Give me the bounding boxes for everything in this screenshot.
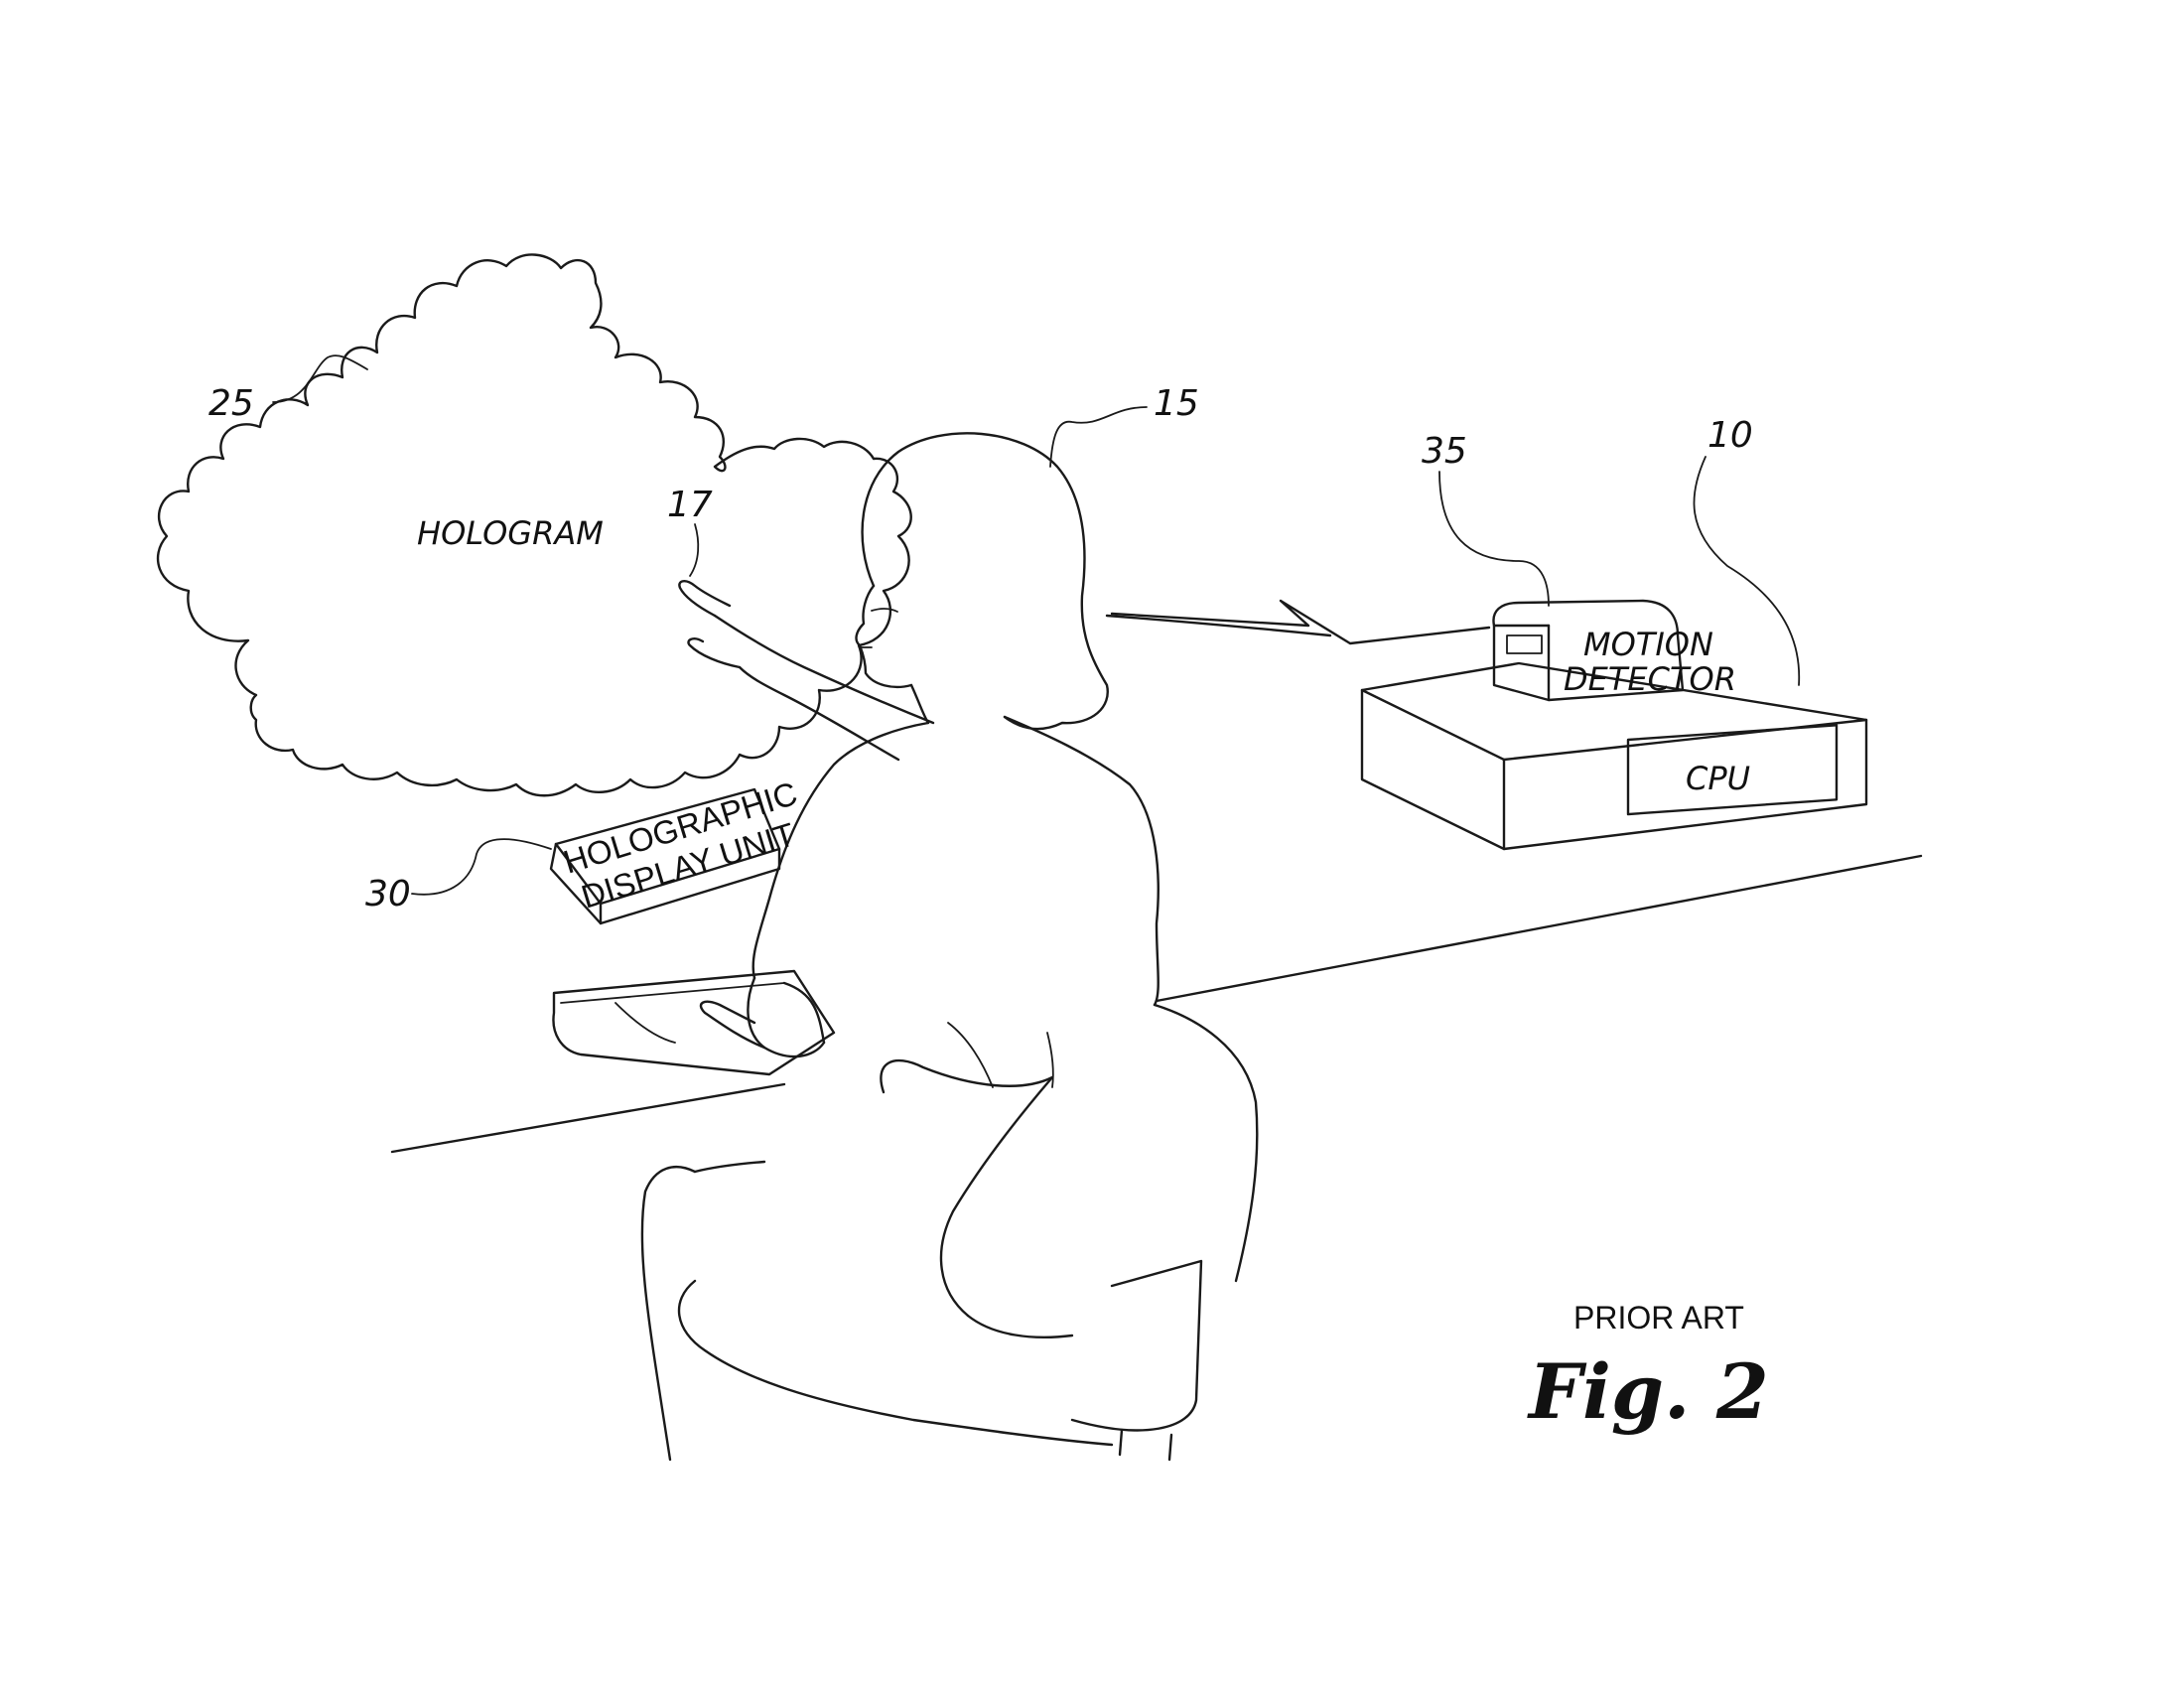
ref-25: 25: [208, 383, 254, 424]
figure-title: Fig. 2: [1527, 1347, 1769, 1436]
motion-detector-window: [1506, 634, 1543, 654]
wireless-link-icon: [1110, 599, 1491, 645]
cpu-label-panel: [1626, 724, 1839, 816]
motion-detector-label-line2: DETECTOR: [1564, 660, 1736, 698]
hologram-label: HOLOGRAM: [417, 514, 604, 552]
ref-30: 30: [365, 874, 411, 914]
motion-detector: MOTION DETECTOR: [1492, 599, 1736, 702]
figure-caption: PRIOR ART Fig. 2: [1527, 1300, 1769, 1436]
ref-35: 35: [1422, 431, 1467, 472]
cpu-unit: CPU: [1360, 661, 1868, 851]
desk: [390, 614, 1923, 1154]
keyboard: [552, 969, 836, 1076]
ref-15: 15: [1154, 383, 1199, 424]
hologram-cloud: [156, 253, 912, 797]
holographic-display-unit: HOLOGRAPHIC DISPLAY UNIT: [549, 774, 801, 925]
reference-numerals: 25 17 15 30 35 10: [208, 354, 1801, 914]
ref-10: 10: [1707, 415, 1753, 456]
cpu-label: CPU: [1686, 760, 1750, 797]
motion-detector-label-line1: MOTION: [1583, 626, 1713, 663]
prior-art-label: PRIOR ART: [1573, 1300, 1744, 1336]
ref-17: 17: [667, 485, 713, 525]
user-figure: [640, 432, 1259, 1462]
